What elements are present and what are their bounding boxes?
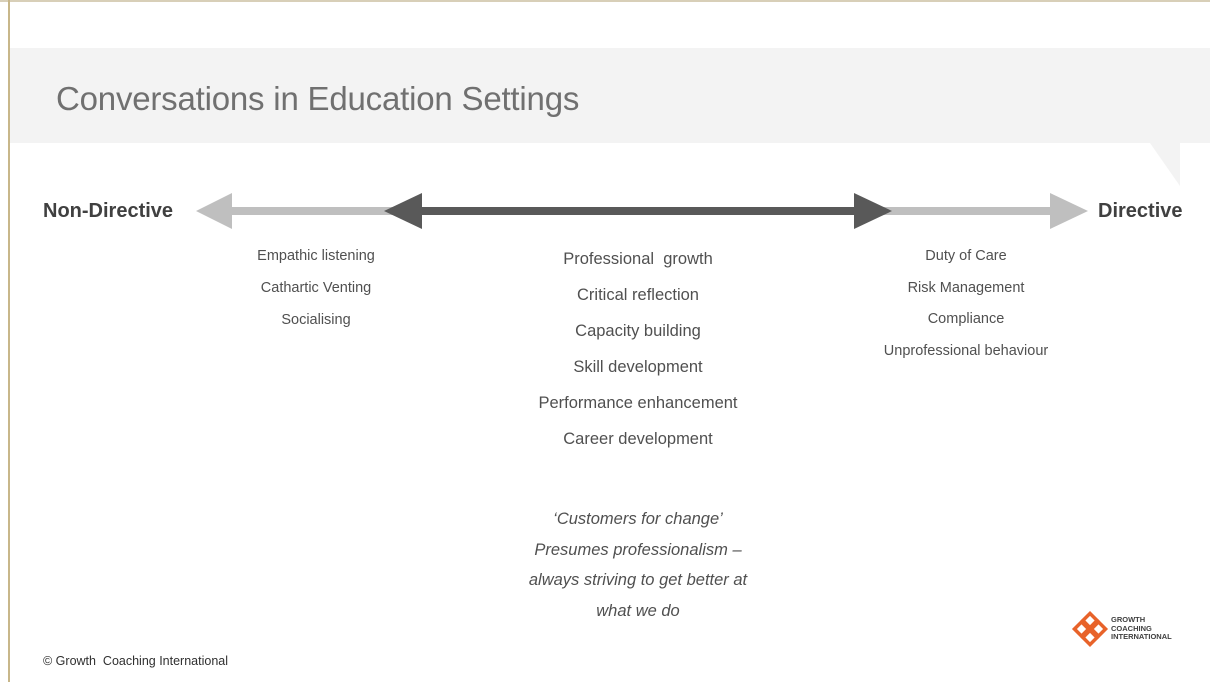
directive-list: Duty of Care Risk Management Compliance … (862, 246, 1070, 372)
list-item: Skill development (573, 358, 703, 376)
quote-line: ‘Customers for change’ (553, 510, 723, 528)
title-band (10, 48, 1210, 143)
non-directive-label: Non-Directive (43, 200, 174, 222)
non-directive-list: Empathic listening Cathartic Venting Soc… (230, 246, 402, 342)
quote-block: ‘Customers for change’ Presumes professi… (470, 508, 806, 630)
left-border (8, 0, 10, 682)
list-item: Compliance (927, 311, 1005, 327)
list-item: Career development (563, 430, 713, 448)
quote-line: what we do (596, 601, 680, 620)
list-item: Capacity building (575, 322, 701, 340)
middle-list: Professional growth Critical reflection … (490, 248, 786, 464)
copyright-text: © Growth Coaching International (43, 654, 229, 668)
logo-line: INTERNATIONAL (1111, 632, 1172, 641)
list-item: Socialising (281, 312, 351, 328)
title-band-notch (1150, 143, 1180, 186)
inner-double-arrow (384, 193, 892, 229)
top-border (0, 0, 1210, 2)
list-item: Risk Management (907, 279, 1025, 296)
logo-wordmark: GROWTH COACHING INTERNATIONAL (1111, 615, 1172, 642)
list-item: Critical reflection (577, 286, 699, 304)
list-item: Duty of Care (925, 248, 1007, 264)
slide-title: Conversations in Education Settings (56, 80, 580, 117)
quote-line: Presumes professionalism – (534, 540, 742, 559)
list-item: Empathic listening (257, 248, 375, 264)
logo-line: COACHING (1111, 623, 1152, 633)
directive-label: Directive (1098, 200, 1183, 222)
list-item: Professional growth (563, 250, 713, 268)
list-item: Unprofessional behaviour (883, 342, 1049, 359)
quote-line: always striving to get better at (528, 571, 748, 589)
logo-line: GROWTH (1111, 615, 1146, 624)
diamond-lattice-logo-icon (1071, 610, 1109, 648)
list-item: Performance enhancement (538, 394, 738, 412)
list-item: Cathartic Venting (260, 280, 372, 296)
